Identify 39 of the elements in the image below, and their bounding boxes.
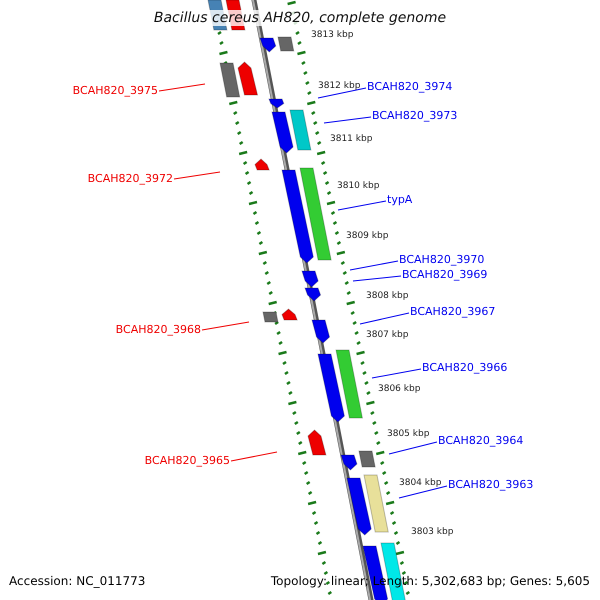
gene-label: BCAH820_3974: [367, 80, 452, 94]
leader-line: [360, 312, 410, 324]
tick-label: 3808 kbp: [366, 291, 408, 302]
leader-line: [230, 452, 278, 462]
gene-label: BCAH820_3973: [372, 109, 458, 123]
leader-line: [352, 276, 402, 282]
gene-label: typA: [387, 193, 412, 207]
tick-label: 3807 kbp: [366, 330, 408, 341]
leader-line: [158, 84, 206, 92]
tick-label: 3813 kbp: [311, 30, 354, 41]
tick-label: 3812 kbp: [318, 81, 360, 92]
tick-label: 3805 kbp: [387, 429, 430, 440]
gene-label: BCAH820_3970: [399, 253, 484, 267]
gene-label: BCAH820_3968: [116, 323, 201, 337]
leader-line: [174, 172, 220, 180]
leader-line: [318, 88, 366, 98]
tick-label: 3809 kbp: [346, 231, 388, 242]
tick-label: 3804 kbp: [399, 478, 442, 489]
tick-label: 3806 kbp: [378, 384, 420, 395]
leader-line: [350, 260, 398, 270]
leader-line: [338, 200, 386, 210]
tick-label: 3803 kbp: [411, 527, 454, 538]
leader-line: [372, 368, 422, 378]
gene-label: BCAH820_3975: [72, 84, 158, 98]
tick-label: 3811 kbp: [330, 134, 372, 145]
gene-label: BCAH820_3965: [144, 454, 230, 468]
info-text: Topology: linear; Length: 5,302,683 bp; Genes: 5,605: [270, 574, 590, 589]
leader-line: [398, 486, 448, 498]
gene-label: BCAH820_3967: [410, 305, 496, 319]
tick-label: 3810 kbp: [337, 181, 380, 192]
gene-label: BCAH820_3969: [402, 268, 488, 282]
leader-line: [202, 322, 250, 330]
gene-label: BCAH820_3963: [448, 478, 534, 492]
leader-line: [324, 116, 372, 124]
gene-label: BCAH820_3972: [88, 172, 173, 186]
info-text: Accession: NC_011773: [9, 574, 146, 589]
leader-line: [388, 442, 438, 454]
gene-label: BCAH820_3966: [422, 361, 508, 375]
gene-label: BCAH820_3964: [438, 434, 524, 448]
